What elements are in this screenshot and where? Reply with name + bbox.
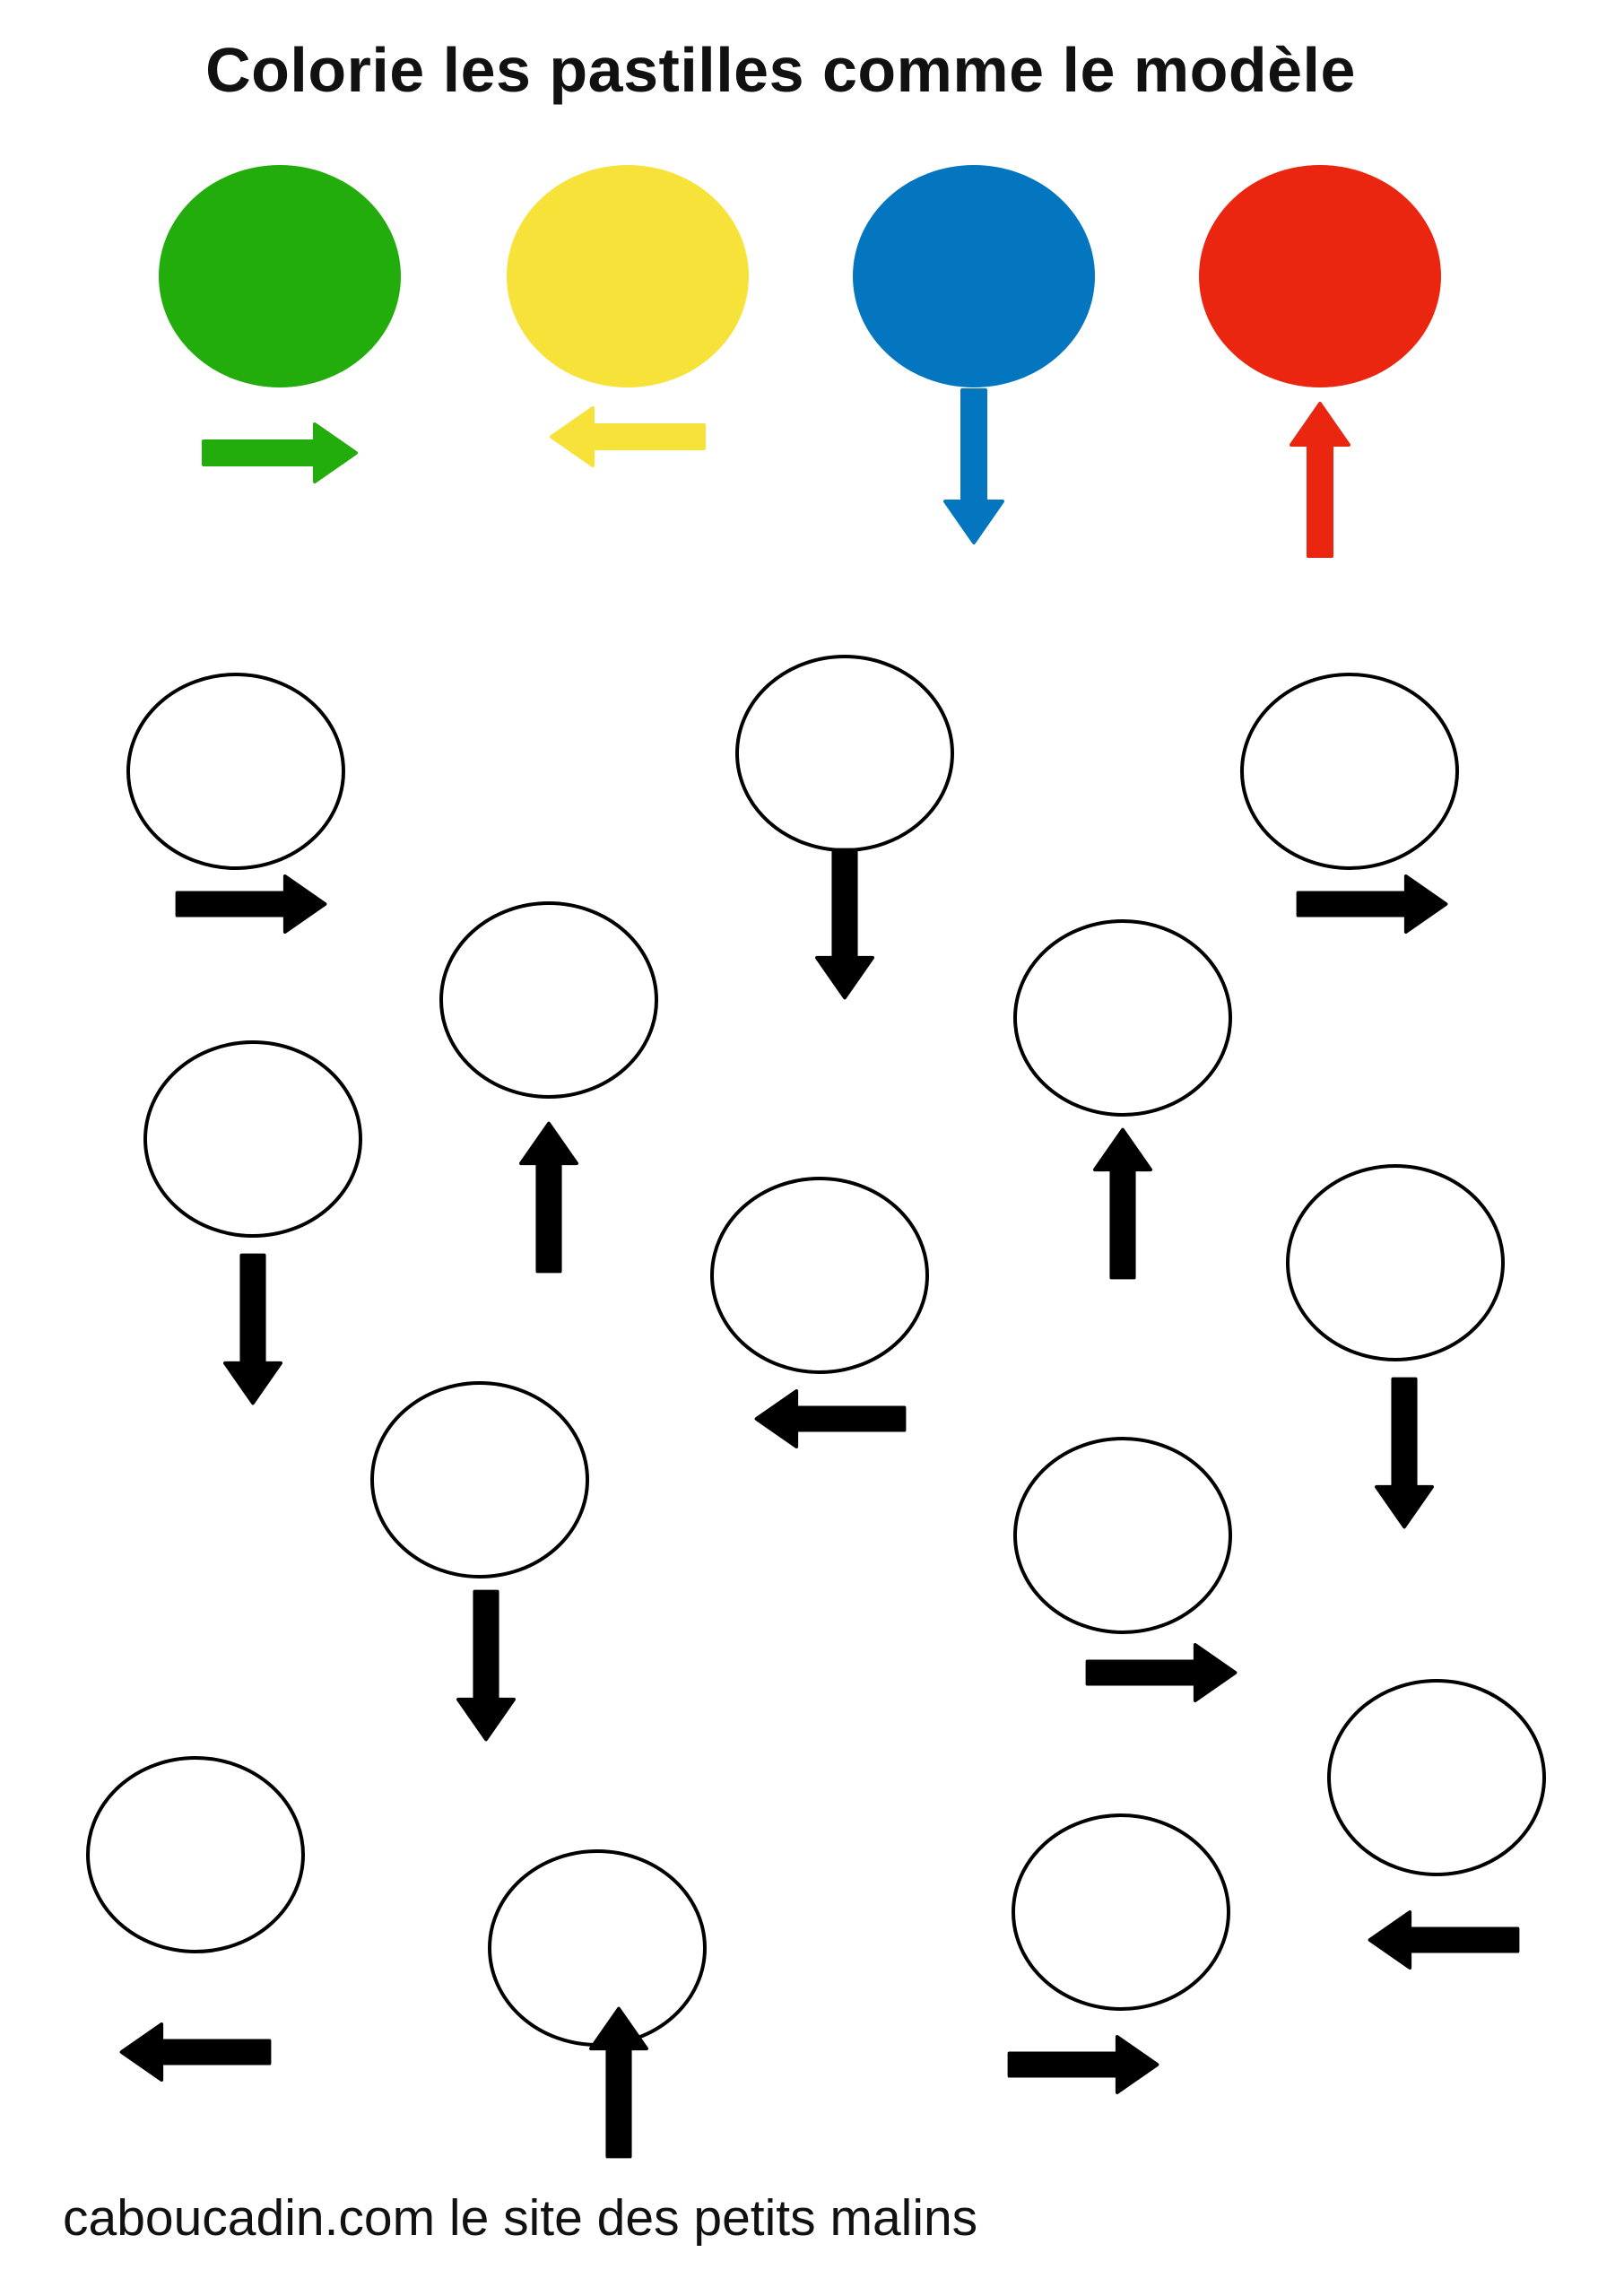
arrow-down-icon — [456, 1589, 516, 1742]
empty-dot[interactable] — [710, 1177, 929, 1374]
empty-dot[interactable] — [370, 1381, 589, 1578]
arrow-up-icon — [1093, 1127, 1152, 1280]
exercise-dots — [86, 655, 1546, 2159]
empty-dot[interactable] — [1013, 919, 1232, 1117]
empty-dot[interactable] — [143, 1040, 362, 1238]
legend-dot-green — [159, 165, 401, 387]
arrow-left-icon — [119, 2022, 272, 2082]
worksheet-title: Colorie les pastilles comme le modèle — [205, 35, 1356, 105]
legend-dot-red — [1199, 165, 1441, 387]
empty-dot[interactable] — [1240, 673, 1459, 870]
empty-dot[interactable] — [488, 1849, 707, 2047]
arrow-down-icon — [223, 1253, 282, 1405]
legend-arrow-right-icon — [202, 422, 358, 483]
empty-dot[interactable] — [126, 673, 345, 870]
arrow-down-icon — [1375, 1377, 1434, 1529]
empty-dot[interactable] — [1327, 1679, 1546, 1876]
arrow-left-icon — [1368, 1910, 1520, 1970]
empty-dot[interactable] — [86, 1756, 305, 1953]
arrow-up-icon — [589, 2006, 648, 2159]
arrow-right-icon — [175, 874, 327, 934]
legend-arrow-down-icon — [943, 388, 1004, 544]
footer-credit: caboucadin.com le site des petits malins — [63, 2189, 978, 2247]
legend-dot-yellow — [507, 165, 749, 387]
empty-dot[interactable] — [1286, 1164, 1505, 1361]
legend-arrow-left-icon — [550, 406, 706, 467]
arrow-left-icon — [754, 1389, 907, 1448]
empty-dot[interactable] — [1013, 1437, 1232, 1634]
arrow-right-icon — [1007, 2035, 1159, 2094]
arrow-right-icon — [1085, 1643, 1238, 1702]
arrow-right-icon — [1296, 874, 1448, 934]
color-legend — [159, 165, 1441, 558]
empty-dot[interactable] — [439, 901, 658, 1099]
legend-arrow-up-icon — [1290, 402, 1350, 558]
empty-dot[interactable] — [1012, 1813, 1230, 2011]
arrow-down-icon — [815, 848, 874, 1000]
legend-dot-blue — [853, 165, 1095, 387]
empty-dot[interactable] — [735, 655, 954, 852]
arrow-up-icon — [519, 1121, 578, 1274]
